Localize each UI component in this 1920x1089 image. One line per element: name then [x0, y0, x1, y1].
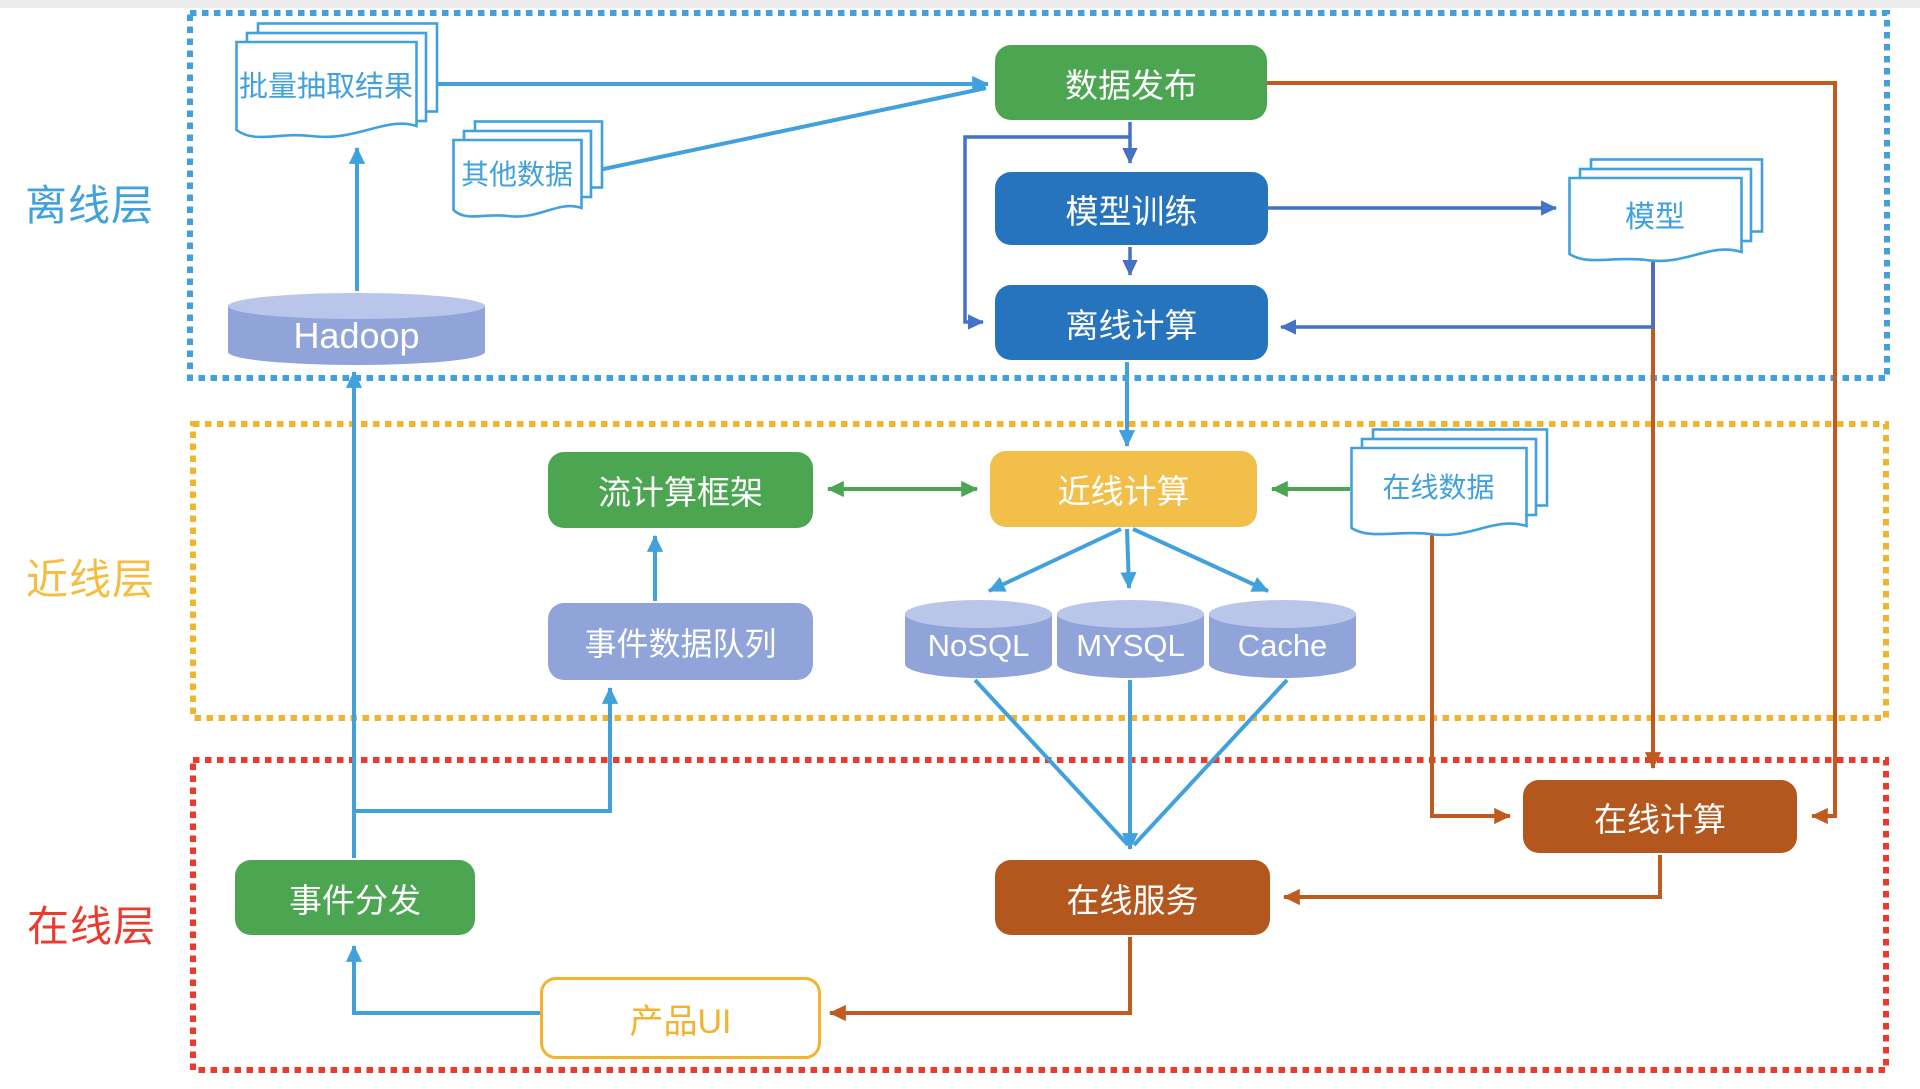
node-other-data-label: 其他数据 — [460, 159, 573, 190]
edge-product-ui-to-event-dispatch — [345, 944, 540, 1015]
edge-nearline-compute-to-nosql — [988, 527, 1122, 593]
node-event-dispatch: 事件分发 — [235, 860, 475, 935]
node-product-ui: 产品UI — [540, 977, 821, 1059]
top-strip — [0, 0, 1920, 8]
edge-online-service-to-product-ui — [828, 937, 1132, 1022]
edge-nearline-compute-to-mysql — [1120, 528, 1137, 590]
layer-border-offline — [187, 10, 1890, 381]
document-stack-icon — [452, 120, 604, 218]
database-cylinder-icon — [905, 600, 1052, 678]
node-mysql-label: MYSQL — [1076, 628, 1185, 663]
node-online-data-label: 在线数据 — [1382, 472, 1495, 503]
node-stream-framework: 流计算框架 — [548, 452, 813, 528]
node-model-training: 模型训练 — [995, 172, 1268, 245]
node-nosql: NoSQL — [905, 600, 1052, 678]
document-stack-icon — [1568, 158, 1764, 263]
layer-border-online — [190, 757, 1889, 1073]
database-cylinder-icon — [1057, 600, 1204, 678]
edge-nearline-compute-to-cache — [1132, 527, 1270, 593]
node-batch-extract-label: 批量抽取结果 — [238, 71, 413, 103]
node-batch-extract: 批量抽取结果 — [235, 22, 439, 146]
node-hadoop-label: Hadoop — [293, 315, 420, 356]
node-online-compute: 在线计算 — [1523, 780, 1797, 853]
node-model-label: 模型 — [1625, 201, 1685, 234]
edge-data-publish-to-online-compute — [1267, 81, 1837, 825]
node-hadoop: Hadoop — [228, 293, 485, 365]
edge-event-dispatch-to-event-queue — [354, 686, 619, 813]
edge-cache-to-online-service — [1132, 678, 1289, 847]
node-model: 模型 — [1568, 158, 1764, 272]
layer-border-nearline — [190, 421, 1889, 721]
edge-other-data-to-data-publish — [579, 86, 987, 176]
node-mysql: MYSQL — [1057, 600, 1204, 678]
layer-label-offline: 离线层 — [25, 182, 155, 229]
edge-online-compute-to-online-service — [1282, 855, 1662, 906]
document-stack-icon — [1350, 428, 1549, 537]
database-cylinder-icon — [1209, 600, 1356, 678]
node-nearline-compute: 近线计算 — [990, 451, 1257, 527]
node-cache: Cache — [1209, 600, 1356, 678]
edge-nosql-to-online-service — [973, 678, 1130, 847]
node-cache-label: Cache — [1237, 628, 1328, 663]
edge-model-to-offline-compute — [1279, 254, 1655, 335]
node-online-service: 在线服务 — [995, 860, 1270, 935]
node-nosql-label: NoSQL — [927, 628, 1030, 663]
node-data-publish: 数据发布 — [995, 45, 1267, 120]
database-cylinder-icon — [228, 293, 485, 365]
node-other-data: 其他数据 — [452, 120, 604, 232]
node-event-queue: 事件数据队列 — [548, 603, 813, 680]
document-stack-icon — [235, 22, 439, 139]
layer-label-nearline: 近线层 — [26, 556, 156, 603]
edge-data-publish-to-offline-compute — [963, 135, 1130, 330]
node-online-data: 在线数据 — [1350, 428, 1549, 546]
node-offline-compute: 离线计算 — [995, 285, 1268, 360]
layer-label-online: 在线层 — [27, 903, 157, 950]
edge-online-data-to-online-compute — [1430, 530, 1512, 825]
